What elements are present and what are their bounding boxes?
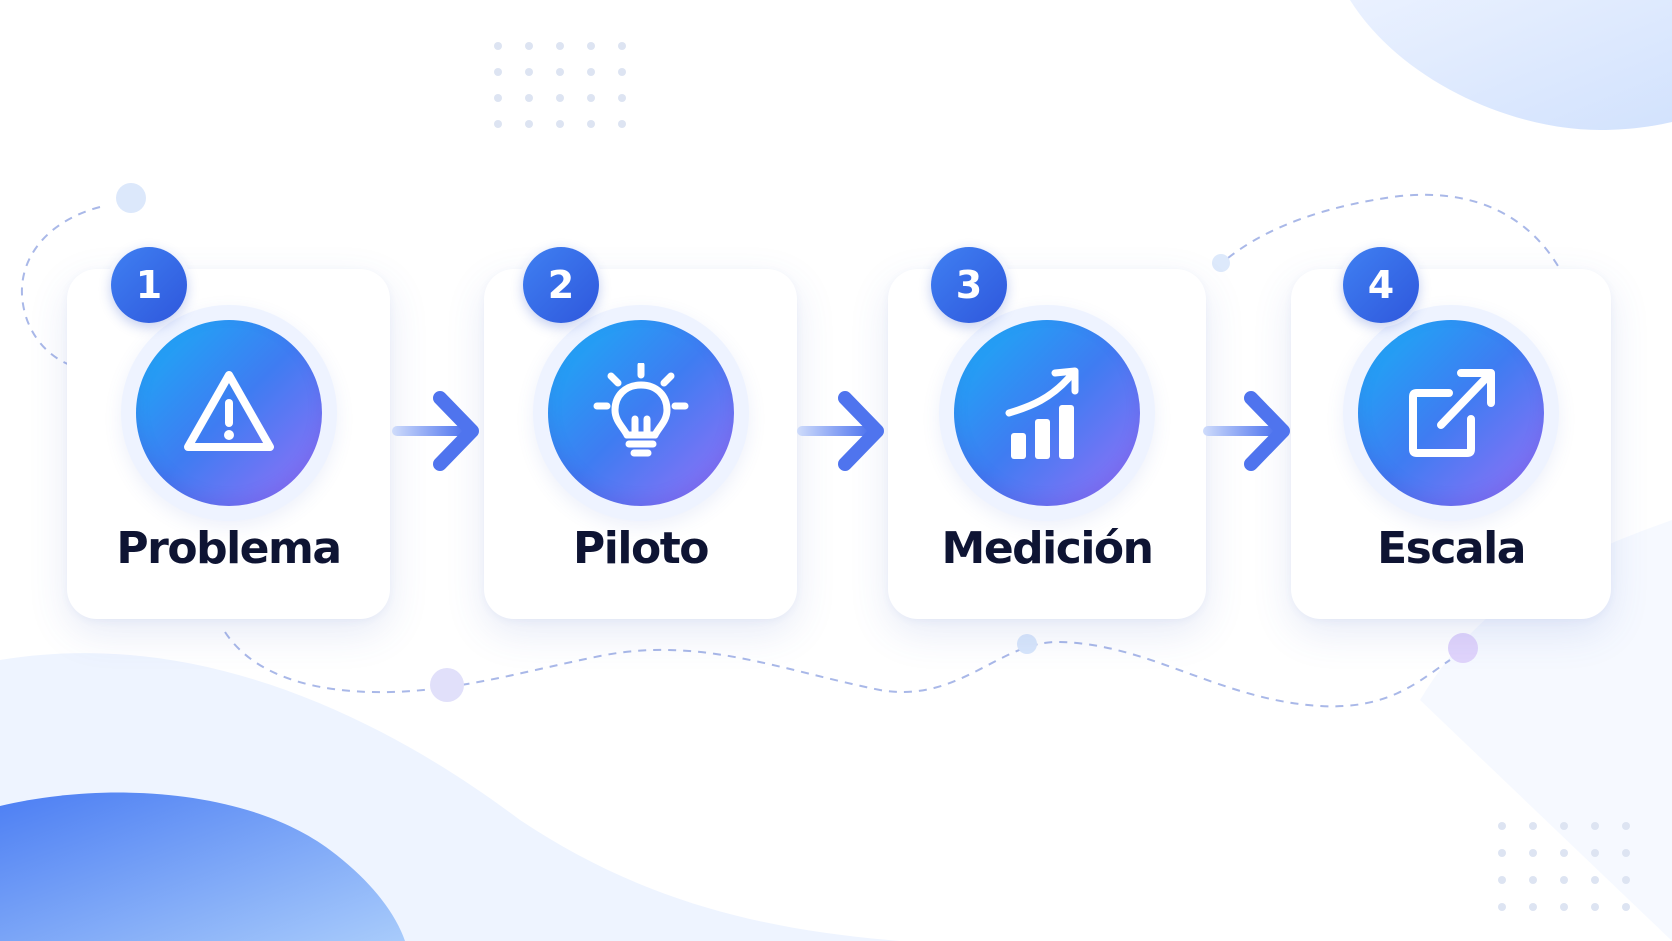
icon-badge bbox=[954, 320, 1140, 506]
icon-badge bbox=[1358, 320, 1544, 506]
step-number-badge: 2 bbox=[523, 247, 599, 323]
dashed-connectors bbox=[20, 193, 1559, 708]
flow-arrow-3-to-4 bbox=[1203, 391, 1290, 471]
icon-halo bbox=[1343, 305, 1559, 521]
lightbulb-icon bbox=[593, 363, 689, 457]
warning-triangle-icon bbox=[184, 371, 274, 451]
icon-halo bbox=[533, 305, 749, 521]
step-card-piloto: Piloto bbox=[484, 269, 797, 619]
step-label: Escala bbox=[1377, 523, 1526, 574]
accent-dots bbox=[116, 183, 1478, 702]
blob-bottom-left bbox=[0, 792, 405, 941]
step-card-escala: Escala bbox=[1291, 269, 1611, 619]
step-card-problema: Problema bbox=[67, 269, 390, 619]
flow-arrow-2-to-3 bbox=[797, 391, 884, 471]
step-label: Problema bbox=[116, 523, 342, 574]
icon-badge bbox=[136, 320, 322, 506]
icon-halo bbox=[121, 305, 337, 521]
flow-arrow-1-to-2 bbox=[392, 391, 479, 471]
dot-grid-bottom-right bbox=[1498, 822, 1630, 911]
step-label: Piloto bbox=[573, 523, 709, 574]
step-number-badge: 4 bbox=[1343, 247, 1419, 323]
icon-halo bbox=[939, 305, 1155, 521]
step-number-badge: 3 bbox=[931, 247, 1007, 323]
growth-chart-icon bbox=[1005, 367, 1079, 459]
dot-grid-top bbox=[494, 42, 626, 128]
step-card-medicion: Medición bbox=[888, 269, 1206, 619]
step-number-badge: 1 bbox=[111, 247, 187, 323]
expand-arrow-icon bbox=[1409, 369, 1495, 457]
icon-badge bbox=[548, 320, 734, 506]
blob-top-right bbox=[1350, 0, 1672, 130]
step-label: Medición bbox=[941, 523, 1154, 574]
